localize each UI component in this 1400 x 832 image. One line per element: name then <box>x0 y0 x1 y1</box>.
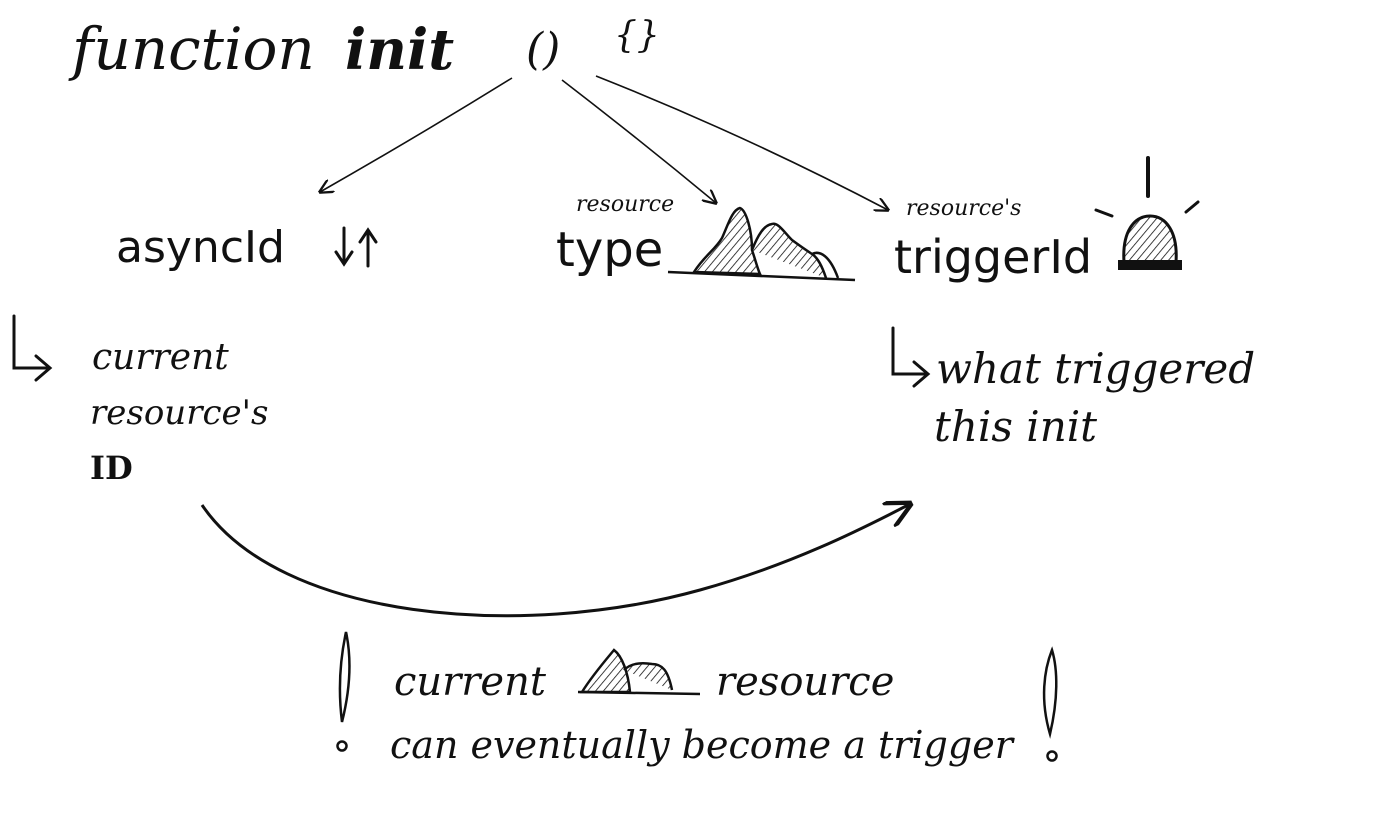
param-type-caption: resource <box>576 192 675 217</box>
title-parens: () <box>526 24 561 75</box>
arrow-to-type <box>561 79 716 203</box>
bottom-note-line1-start: current <box>394 659 546 705</box>
arrow-to-triggerid <box>595 75 888 210</box>
asyncid-note-line2: resource's <box>90 393 269 433</box>
triggerid-note-line2: this init <box>934 402 1098 451</box>
curve-arrow <box>200 504 910 618</box>
note-arrow-asyncid <box>12 314 50 370</box>
param-asyncid: asyncId <box>116 222 285 273</box>
triggerid-note-line1: what triggered <box>936 344 1256 393</box>
asyncid-note-line1: current <box>92 337 229 378</box>
bottom-note-line2: can eventually become a trigger <box>390 723 1013 767</box>
arrow-to-asyncid <box>320 77 513 192</box>
param-triggerid-caption: resource's <box>906 196 1022 221</box>
title-function-name: init <box>345 17 455 83</box>
siren-icon <box>1094 156 1200 270</box>
title-braces: {} <box>614 15 660 56</box>
updown-arrows-icon <box>334 226 378 268</box>
bottom-note-line1-end: resource <box>716 659 895 705</box>
title-keyword: function <box>72 15 315 83</box>
param-type: type <box>556 222 664 278</box>
exclamation-left-icon <box>336 631 351 752</box>
note-arrow-triggerid <box>891 326 928 376</box>
small-mountain-icon <box>577 648 701 696</box>
mountain-icon <box>667 206 856 282</box>
param-triggerid: triggerId <box>894 230 1093 284</box>
asyncid-note-line3: ID <box>90 449 133 487</box>
exclamation-right-icon <box>1042 646 1058 762</box>
